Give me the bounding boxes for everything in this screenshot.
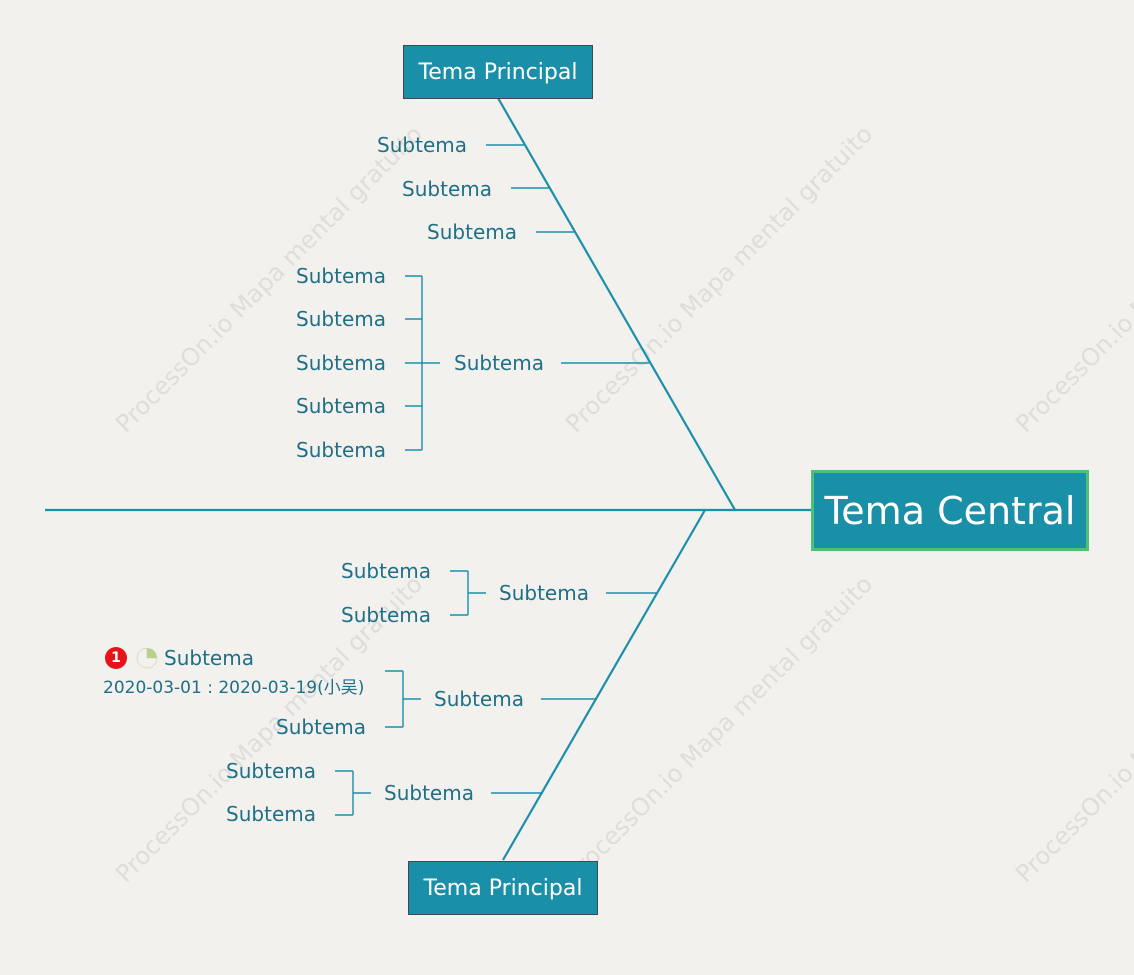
subtopic-child[interactable]: Subtema (296, 264, 386, 288)
subtopic-child[interactable]: Subtema (276, 715, 366, 739)
subtopic-group-label[interactable]: Subtema (454, 351, 544, 375)
subtopic[interactable]: Subtema (377, 133, 467, 157)
subtopic-group-label[interactable]: Subtema (434, 687, 524, 711)
task-date-range: 2020-03-01 : 2020-03-19(小吴) (103, 678, 365, 698)
subtopic-child[interactable]: Subtema (164, 646, 254, 670)
bottom-bone-line (502, 509, 706, 861)
subtopic-child[interactable]: Subtema (341, 603, 431, 627)
subtopic-child[interactable]: Subtema (226, 802, 316, 826)
subtopic-child[interactable]: Subtema (296, 351, 386, 375)
subtopic[interactable]: Subtema (402, 177, 492, 201)
progress-quarter-icon (136, 647, 158, 669)
central-topic[interactable]: Tema Central (811, 470, 1089, 551)
subtopic-child[interactable]: Subtema (296, 438, 386, 462)
main-topic-bottom[interactable]: Tema Principal (408, 861, 598, 915)
priority-1-icon: 1 (105, 647, 127, 669)
subtopic-child[interactable]: Subtema (226, 759, 316, 783)
subtopic-child[interactable]: Subtema (296, 394, 386, 418)
subtopic[interactable]: Subtema (427, 220, 517, 244)
subtopic-group-label[interactable]: Subtema (499, 581, 589, 605)
top-bone-line (497, 97, 736, 511)
subtopic-group-label[interactable]: Subtema (384, 781, 474, 805)
main-topic-top[interactable]: Tema Principal (403, 45, 593, 99)
subtopic-child[interactable]: Subtema (341, 559, 431, 583)
subtopic-child[interactable]: Subtema (296, 307, 386, 331)
